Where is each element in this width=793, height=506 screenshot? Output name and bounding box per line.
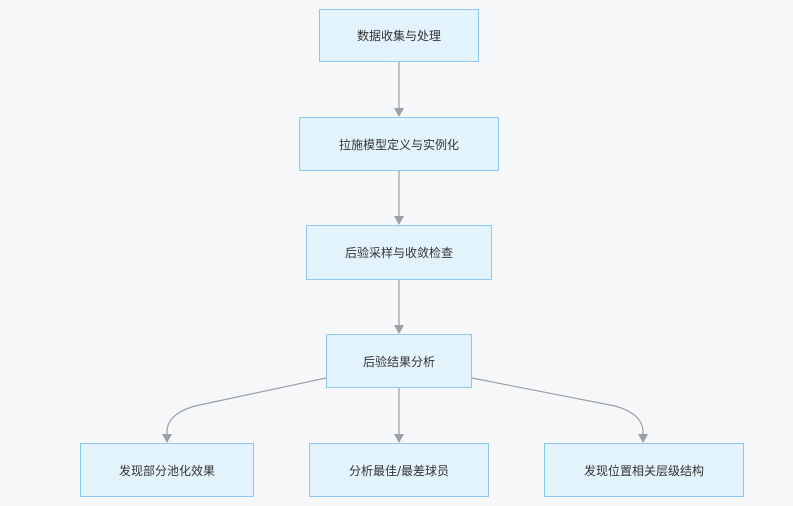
arrowhead-icon: [394, 434, 404, 443]
node-label: 发现位置相关层级结构: [583, 463, 704, 478]
node-position-hierarchy[interactable]: 发现位置相关层级结构: [544, 443, 744, 497]
arrowhead-icon: [394, 108, 404, 117]
node-model-definition[interactable]: 拉施模型定义与实例化: [299, 117, 499, 171]
node-best-worst-players[interactable]: 分析最佳/最差球员: [309, 443, 489, 497]
node-label: 拉施模型定义与实例化: [338, 137, 459, 152]
node-posterior-sampling[interactable]: 后验采样与收敛检查: [306, 225, 492, 280]
node-label: 分析最佳/最差球员: [348, 463, 450, 478]
edge-analysis-to-positions: [471, 377, 644, 437]
node-data-collection[interactable]: 数据收集与处理: [319, 9, 479, 62]
node-partial-pooling[interactable]: 发现部分池化效果: [80, 443, 254, 497]
arrowhead-icon: [162, 434, 172, 443]
arrowhead-icon: [394, 216, 404, 225]
node-label: 后验采样与收敛检查: [344, 246, 453, 260]
edge-analysis-to-pooling: [166, 377, 327, 437]
node-label: 后验结果分析: [362, 354, 435, 369]
arrowhead-icon: [394, 325, 404, 334]
node-label: 发现部分池化效果: [118, 463, 215, 478]
node-posterior-analysis[interactable]: 后验结果分析: [326, 334, 472, 388]
node-label: 数据收集与处理: [356, 29, 441, 43]
arrowhead-icon: [638, 434, 648, 443]
